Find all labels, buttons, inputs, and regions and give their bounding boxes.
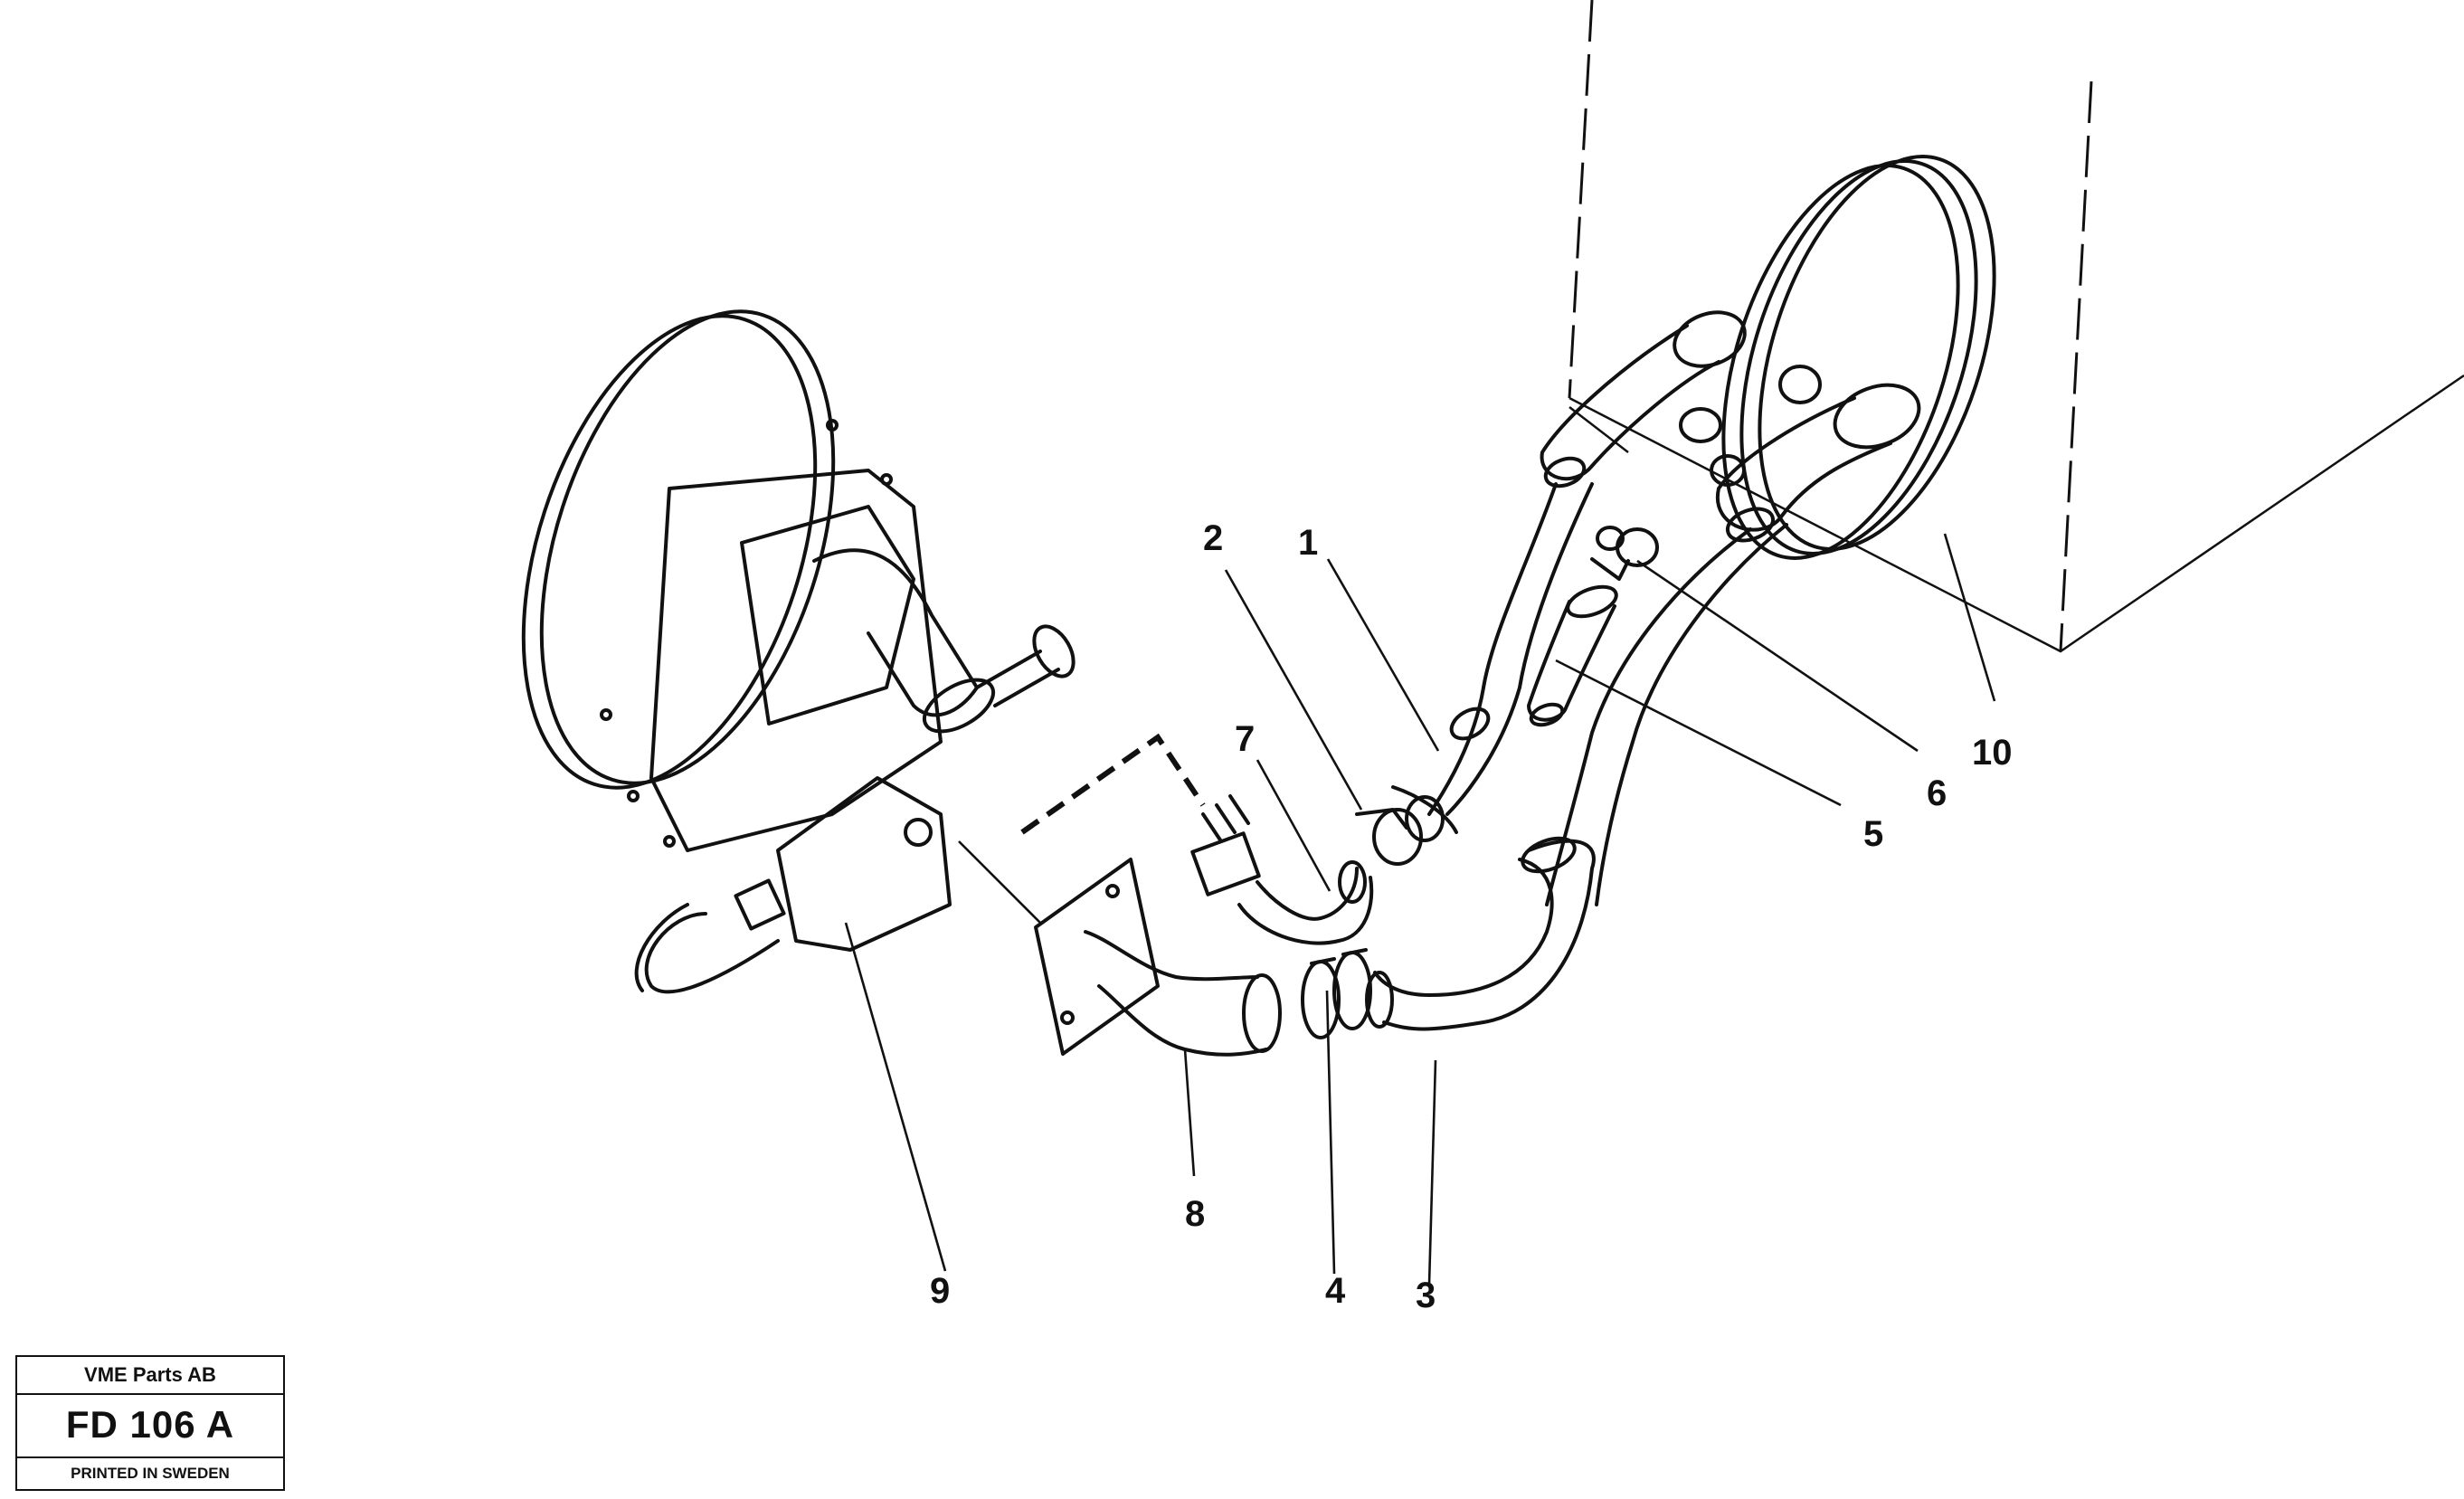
company-name: VME Parts AB — [17, 1357, 283, 1395]
title-block: VME Parts AB FD 106 A PRINTED IN SWEDEN — [15, 1355, 285, 1491]
hose-1 — [1391, 482, 1594, 834]
clamp-2 — [1355, 795, 1445, 866]
tank — [1568, 0, 2464, 653]
part-label-5: 5 — [1863, 814, 1883, 854]
hose-5 — [1527, 584, 1618, 727]
part-label-1: 1 — [1298, 523, 1318, 563]
drawing-number: FD 106 A — [17, 1393, 283, 1458]
part-label-7: 7 — [1235, 719, 1255, 759]
dashed-pipe — [1020, 733, 1206, 835]
tank-hose-lower — [1715, 383, 1921, 543]
hose-3 — [1365, 523, 1788, 1031]
leader-lines — [844, 533, 1996, 1286]
part-label-3: 3 — [1416, 1276, 1436, 1315]
fitting-7 — [1190, 794, 1374, 945]
part-label-9: 9 — [930, 1271, 950, 1311]
pump-assembly — [521, 309, 1076, 994]
clamps-4 — [1301, 948, 1372, 1039]
part-label-4: 4 — [1325, 1271, 1346, 1311]
part-label-8: 8 — [1185, 1194, 1205, 1234]
tank-hose-upper — [1540, 310, 1747, 489]
clamp-6 — [1590, 526, 1659, 581]
part-label-2: 2 — [1203, 518, 1223, 558]
part-label-6: 6 — [1927, 773, 1947, 813]
printed-note: PRINTED IN SWEDEN — [71, 1465, 230, 1482]
elbow-8 — [1034, 858, 1282, 1057]
tank-cover — [1679, 155, 1996, 560]
part-label-10: 10 — [1972, 733, 2013, 773]
